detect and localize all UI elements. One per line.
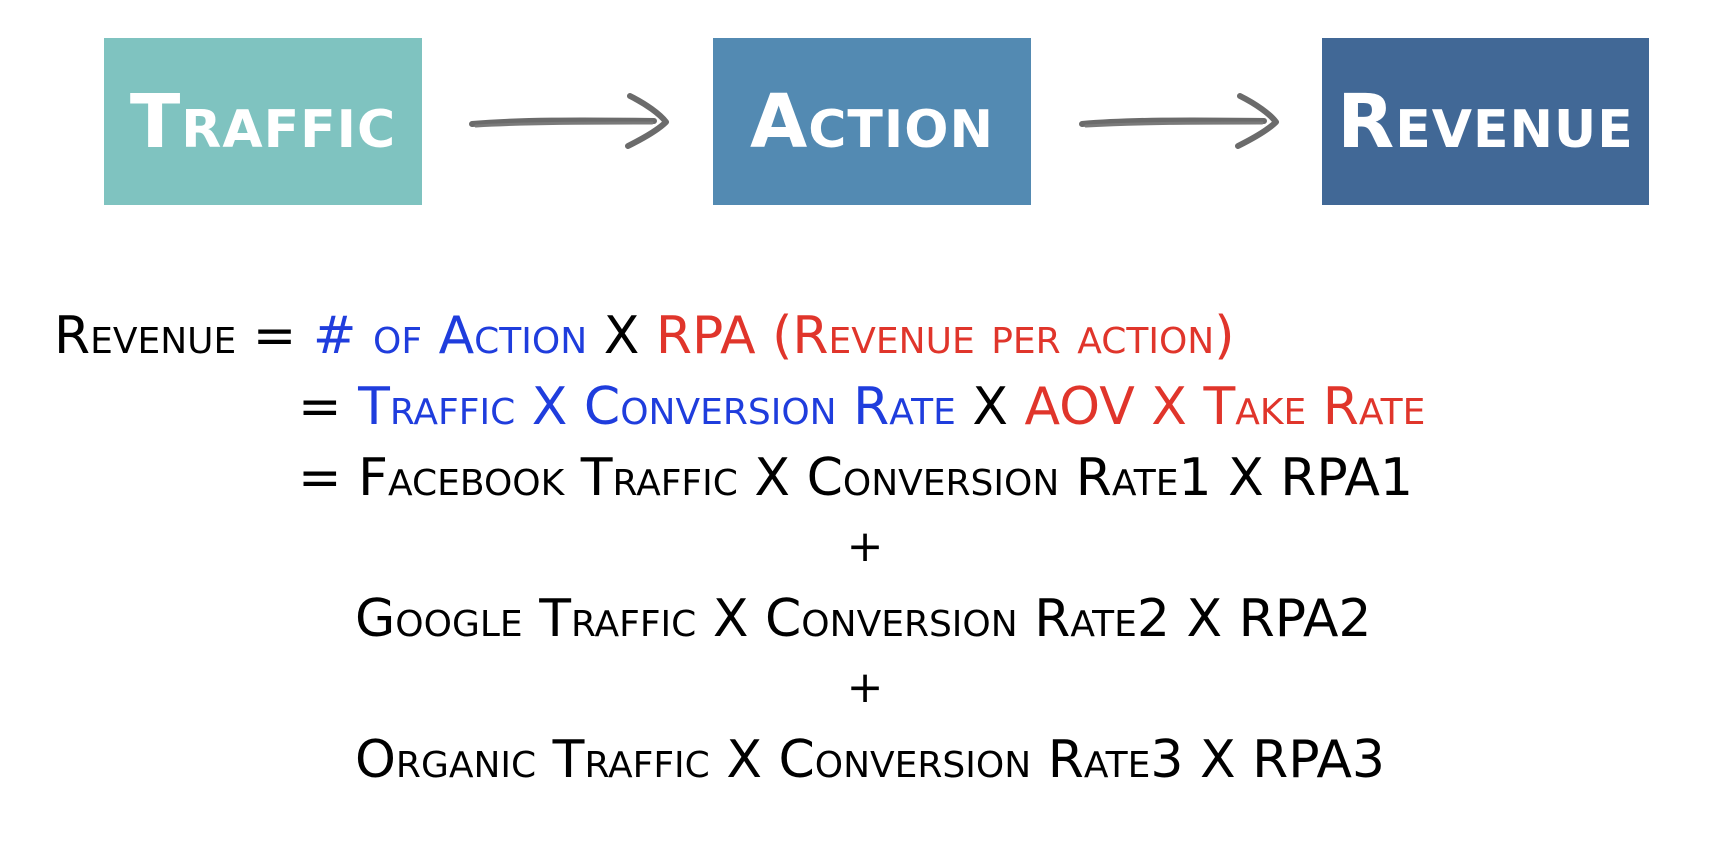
formula-equals: = — [298, 377, 342, 437]
formula-traffic-conversion: Traffic X Conversion Rate — [358, 377, 956, 437]
formula-operator: X — [603, 306, 640, 366]
formula-line-3: = Facebook Traffic X Conversion Rate1 X … — [298, 448, 1413, 508]
formula-number-of-action: # of Action — [312, 306, 588, 366]
formula-line-1: Revenue = # of Action X RPA (Revenue per… — [54, 306, 1235, 366]
formula-facebook-term: Facebook Traffic X Conversion Rate1 X RP… — [358, 448, 1414, 508]
plus-sign: + — [846, 521, 884, 572]
formula-rpa: RPA (Revenue per action) — [655, 306, 1235, 366]
formula-lhs: Revenue = — [54, 306, 297, 366]
traffic-box: Traffic — [104, 38, 422, 205]
arrow-right-icon — [1079, 93, 1279, 149]
plus-sign: + — [846, 662, 884, 713]
revenue-box: Revenue — [1322, 38, 1649, 205]
formula-line-5: Organic Traffic X Conversion Rate3 X RPA… — [355, 730, 1385, 790]
action-box-label: Action — [750, 78, 994, 165]
action-box: Action — [713, 38, 1031, 205]
revenue-box-label: Revenue — [1337, 78, 1634, 165]
formula-line-2: = Traffic X Conversion Rate X AOV X Take… — [298, 377, 1425, 437]
formula-aov-take-rate: AOV X Take Rate — [1024, 377, 1426, 437]
formula-organic-term: Organic Traffic X Conversion Rate3 X RPA… — [355, 730, 1385, 790]
formula-equals: = — [298, 448, 342, 508]
arrow-right-icon — [469, 93, 669, 149]
traffic-box-label: Traffic — [129, 78, 397, 165]
formula-line-4: Google Traffic X Conversion Rate2 X RPA2 — [355, 589, 1372, 649]
formula-operator: X — [972, 377, 1008, 437]
formula-google-term: Google Traffic X Conversion Rate2 X RPA2 — [355, 589, 1372, 649]
